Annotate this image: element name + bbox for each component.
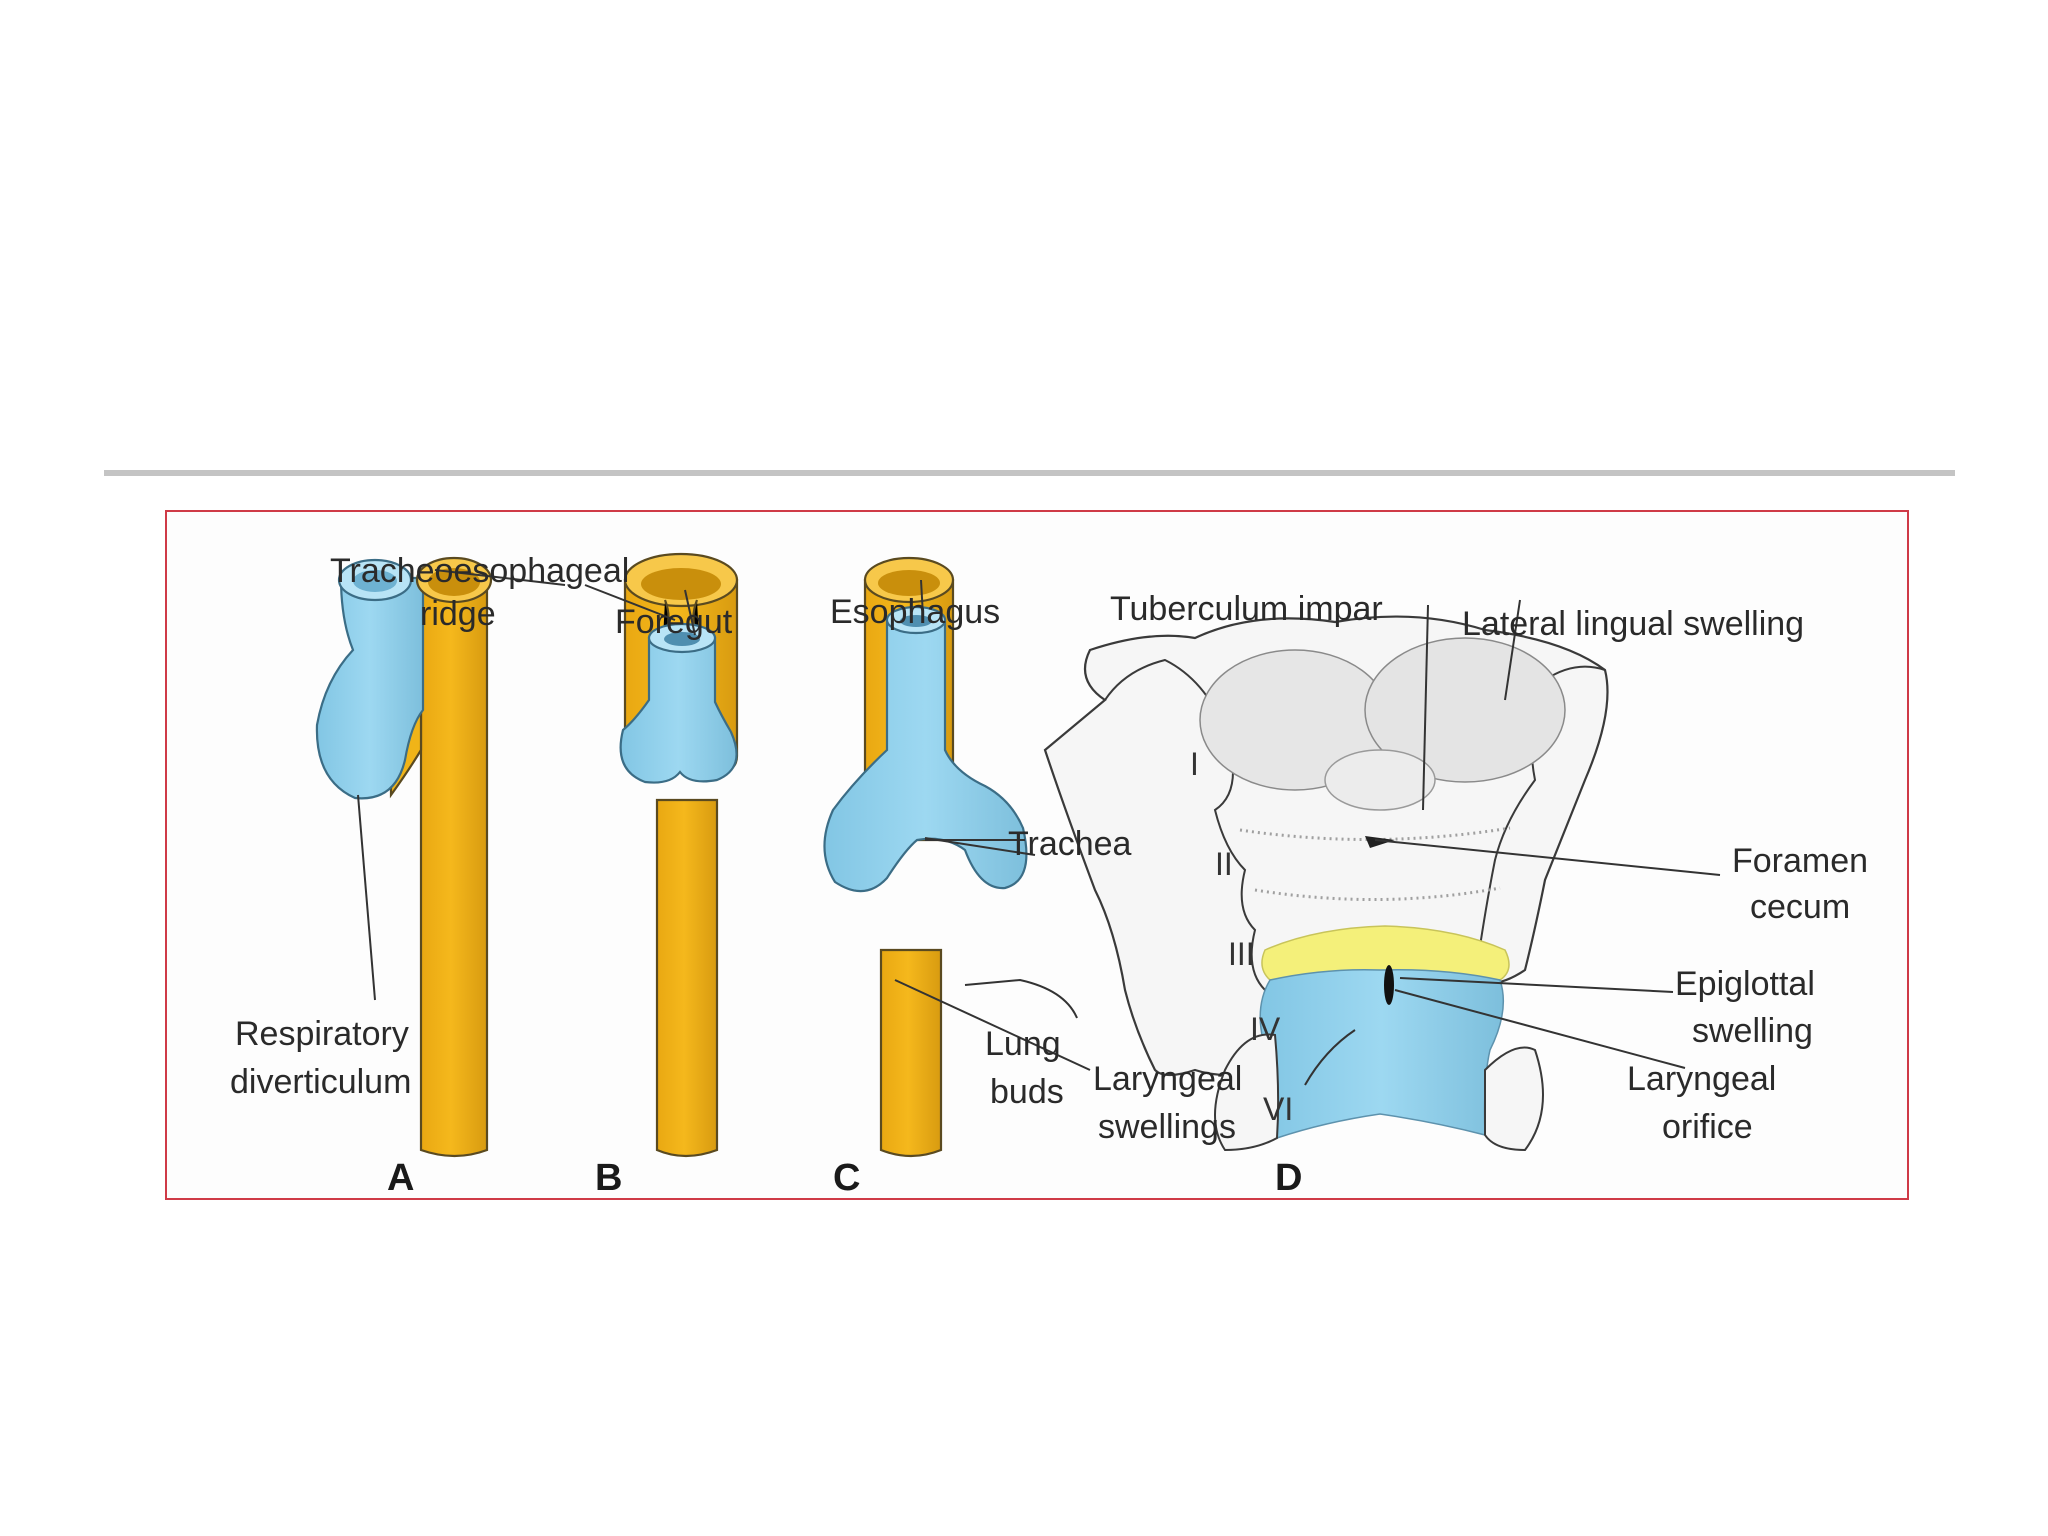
slide-divider-rule: [104, 470, 1955, 476]
panel-letter-b: B: [595, 1157, 622, 1199]
leader-lines: [357, 569, 1721, 1086]
panel-d-illustration: [1043, 615, 1609, 1152]
panel-letter-a: A: [387, 1157, 414, 1199]
panel-b-esophagus-tube: [655, 798, 719, 1158]
arch-label-iii: III: [1228, 936, 1255, 972]
panel-d-arch-outline-left: [1104, 658, 1266, 1070]
label-lung-buds-line2: buds: [990, 1073, 1064, 1111]
panel-d-arch-right-lobe: [1484, 1046, 1544, 1152]
panel-d-arch-outline-right: [1474, 665, 1606, 981]
panel-letter-c: C: [833, 1157, 860, 1199]
label-laryngeal-swellings-line1: Laryngeal: [1093, 1060, 1242, 1098]
panel-a-respiratory-diverticulum: [315, 576, 425, 800]
label-respiratory-diverticulum-line2: diverticulum: [230, 1063, 411, 1101]
panel-b-illustration: [619, 552, 739, 1158]
label-lateral-lingual-swelling: Lateral lingual swelling: [1462, 605, 1804, 643]
panel-c-esophagus-lower: [879, 948, 943, 1158]
label-tuberculum-impar: Tuberculum impar: [1110, 590, 1383, 628]
respiratory-development-diagram: I II III IV VI Tracheoesophageal ridge F…: [230, 552, 1868, 1199]
panel-d-laryngeal-orifice: [1384, 965, 1394, 1005]
label-esophagus: Esophagus: [830, 593, 1000, 631]
arch-label-iv: IV: [1250, 1011, 1281, 1047]
label-epiglottal-swelling-line1: Epiglottal: [1675, 965, 1815, 1003]
label-laryngeal-swellings-line2: swellings: [1098, 1108, 1236, 1146]
panel-letter-d: D: [1275, 1157, 1302, 1199]
panel-d-laryngeal-swellings: [1259, 968, 1505, 1140]
panel-d-foramen-cecum-mark: [1365, 836, 1395, 848]
panel-a-illustration: [315, 556, 493, 1158]
panel-d-arch-vi-lobe: [1214, 1033, 1280, 1152]
panel-a-foregut-tube: [419, 578, 489, 1158]
arch-label-vi: VI: [1263, 1091, 1293, 1127]
panel-c-trachea-lung-buds: [823, 618, 1028, 893]
label-foregut: Foregut: [615, 603, 733, 641]
arch-label-i: I: [1190, 746, 1199, 782]
panel-d-tuberculum-impar-shape: [1324, 749, 1436, 811]
label-laryngeal-orifice-line1: Laryngeal: [1627, 1060, 1776, 1098]
label-lung-buds-line1: Lung: [985, 1025, 1061, 1063]
label-tracheoesophageal-ridge-line1: Tracheoesophageal: [330, 552, 629, 590]
panel-d-lateral-lingual-swelling-right: [1364, 637, 1566, 783]
arch-label-ii: II: [1215, 846, 1233, 882]
label-tracheoesophageal-ridge-line2: ridge: [420, 595, 496, 633]
label-foramen-cecum-line1: Foramen: [1732, 842, 1868, 880]
panel-c-illustration: [823, 556, 1028, 1158]
label-foramen-cecum-line2: cecum: [1750, 888, 1850, 926]
label-trachea: Trachea: [1008, 825, 1132, 863]
label-respiratory-diverticulum-line1: Respiratory: [235, 1015, 409, 1053]
label-laryngeal-orifice-line2: orifice: [1662, 1108, 1753, 1146]
label-epiglottal-swelling-line2: swelling: [1692, 1012, 1813, 1050]
panel-b-respiratory-bud: [619, 636, 738, 784]
